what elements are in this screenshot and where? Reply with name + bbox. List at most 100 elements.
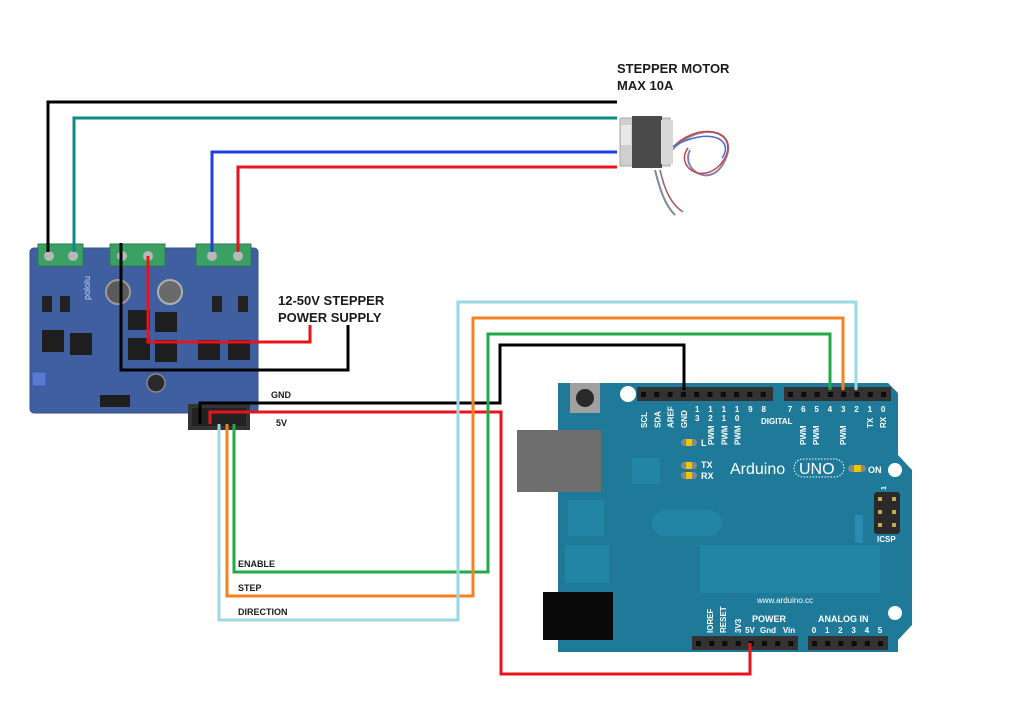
pin-label-3: 3: [841, 405, 846, 414]
digital-header-right: [784, 387, 891, 401]
pin-label-7: 7: [788, 405, 793, 414]
led-l-label: L: [701, 438, 707, 448]
arduino-model: UNO: [799, 461, 835, 478]
gnd-label: GND: [271, 390, 292, 400]
pin-label-13: 1: [695, 405, 700, 414]
pin-label-gnd: Gnd: [760, 626, 776, 635]
digital-label: DIGITAL: [761, 417, 793, 426]
arduino-brand: Arduino: [730, 461, 785, 478]
motor-title-line1: STEPPER MOTOR: [617, 61, 730, 76]
analog-pin[interactable]: [812, 641, 817, 646]
digital-left-pin[interactable]: [720, 392, 726, 397]
pwm-label: PWM: [839, 425, 848, 445]
motor-title-line2: MAX 10A: [617, 78, 674, 93]
power-label: POWER: [752, 614, 787, 624]
pin-label-2: 2: [854, 405, 859, 414]
wire-motor-coil-b2: [236, 165, 617, 252]
icsp-pin1-label: 1: [881, 486, 888, 490]
wire-direction: [217, 300, 858, 622]
wire-motor-coil-a1: [46, 100, 617, 252]
analog-pin-label-0: 0: [812, 626, 817, 635]
digital-left-pin[interactable]: [680, 392, 686, 397]
led-rx-label: RX: [701, 471, 714, 481]
digital-left-pin[interactable]: [694, 392, 700, 397]
pin-label-4: 4: [828, 405, 833, 414]
digital-right-pin[interactable]: [814, 392, 820, 397]
pin-label-gnd: GND: [680, 410, 689, 428]
digital-right-pin[interactable]: [881, 392, 887, 397]
digital-left-pin[interactable]: [747, 392, 753, 397]
arduino-uno-board: [517, 383, 912, 652]
pin-label-0: 0: [881, 405, 886, 414]
digital-left-pin[interactable]: [760, 392, 766, 397]
pin-label-3v3: 3V3: [734, 618, 743, 633]
analog-pin[interactable]: [851, 641, 857, 646]
digital-left-pin[interactable]: [707, 392, 713, 397]
digital-left-pin[interactable]: [734, 392, 740, 397]
tx-pin-label: TX: [866, 417, 875, 428]
analog-pin-label-2: 2: [838, 626, 843, 635]
power-pin[interactable]: [722, 641, 728, 646]
power-pin[interactable]: [788, 641, 794, 646]
analog-label: ANALOG IN: [818, 614, 869, 624]
pin-label-reset: RESET: [719, 606, 728, 633]
icsp-label: ICSP: [877, 535, 896, 544]
driver-board: pololu: [29, 243, 259, 430]
wire-logic-5v: [208, 410, 752, 676]
direction-label: DIRECTION: [238, 607, 288, 617]
dc-jack: [543, 592, 613, 640]
power-header: [692, 636, 798, 650]
digital-right-pin[interactable]: [788, 392, 793, 397]
led-l: [681, 439, 697, 446]
pin-label-sda: SDA: [653, 411, 662, 428]
psu-label-line1: 12-50V STEPPER: [278, 293, 385, 308]
analog-pin[interactable]: [864, 641, 870, 646]
digital-right-pin[interactable]: [801, 392, 807, 397]
rx-pin-label: RX: [879, 416, 888, 428]
power-pin[interactable]: [762, 641, 767, 646]
wire-psu-positive: [146, 256, 312, 344]
led-rx: [681, 472, 697, 479]
pin-label-11: 1: [722, 414, 727, 423]
pin-label-ioref: IOREF: [706, 608, 715, 633]
5v-label: 5V: [276, 418, 287, 428]
analog-pin-label-4: 4: [865, 626, 870, 635]
analog-pin[interactable]: [825, 641, 831, 646]
power-pin[interactable]: [709, 641, 715, 646]
pin-label-10: 1: [735, 405, 740, 414]
arduino-url: www.arduino.cc: [756, 596, 813, 605]
pin-label-scl: SCL: [640, 412, 649, 428]
uno-badge: [793, 458, 845, 478]
pwm-label: PWM: [734, 425, 743, 445]
pin-label-12: 2: [708, 414, 713, 423]
step-label: STEP: [238, 583, 262, 593]
power-pin[interactable]: [696, 641, 701, 646]
pin-label-6: 6: [801, 405, 806, 414]
analog-header: [808, 636, 888, 650]
digital-right-pin[interactable]: [867, 392, 873, 397]
led-on-label: ON: [868, 465, 882, 475]
pwm-label: PWM: [799, 425, 808, 445]
analog-pin-label-3: 3: [851, 626, 856, 635]
analog-pin[interactable]: [838, 641, 844, 646]
power-pin[interactable]: [775, 641, 781, 646]
digital-left-pin[interactable]: [667, 392, 673, 397]
wire-psu-ground: [119, 243, 350, 372]
pwm-label: PWM: [720, 425, 729, 445]
pin-label-12: 1: [708, 405, 713, 414]
digital-right-pin[interactable]: [854, 392, 860, 397]
pwm-label: PWM: [812, 425, 821, 445]
usb-port: [517, 430, 601, 492]
pin-label-11: 1: [722, 405, 727, 414]
digital-left-pin[interactable]: [641, 392, 646, 397]
pin-label-8: 8: [761, 405, 766, 414]
power-pin[interactable]: [735, 641, 741, 646]
digital-header-left: [637, 387, 773, 401]
pin-label-1: 1: [868, 405, 873, 414]
digital-right-pin[interactable]: [841, 392, 847, 397]
digital-left-pin[interactable]: [654, 392, 660, 397]
digital-right-pin[interactable]: [827, 392, 833, 397]
analog-pin-label-1: 1: [825, 626, 830, 635]
analog-pin[interactable]: [878, 641, 883, 646]
